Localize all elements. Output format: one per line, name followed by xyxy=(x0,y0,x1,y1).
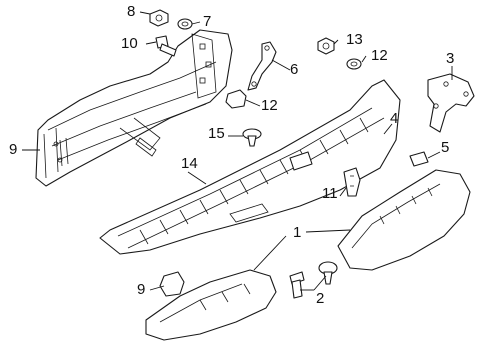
callout-9-pad: 9 xyxy=(137,281,146,298)
nut-8 xyxy=(149,9,169,27)
washer-7 xyxy=(177,18,193,30)
clip-5 xyxy=(409,151,429,167)
nut-13 xyxy=(317,37,335,55)
callout-11: 11 xyxy=(322,185,338,202)
callout-6: 6 xyxy=(290,61,299,78)
end-cap-left xyxy=(145,269,277,341)
callout-7: 7 xyxy=(203,13,212,30)
callout-10: 10 xyxy=(121,35,138,52)
bracket-11 xyxy=(343,167,361,197)
callout-12-pad: 12 xyxy=(261,97,278,114)
callout-5: 5 xyxy=(441,139,450,156)
fastener-15 xyxy=(242,128,262,147)
washer-12 xyxy=(346,58,362,70)
leader-lines xyxy=(22,11,453,291)
nut-2 xyxy=(318,261,338,285)
bracket-6 xyxy=(247,41,277,91)
callout-4: 4 xyxy=(390,110,399,127)
callout-8: 8 xyxy=(127,3,136,20)
step-pad-14 xyxy=(99,79,401,255)
end-cap-right xyxy=(337,169,471,271)
callout-14: 14 xyxy=(181,155,198,172)
callout-12-washer: 12 xyxy=(371,47,388,64)
callout-13: 13 xyxy=(346,31,363,48)
callout-3: 3 xyxy=(446,50,455,67)
bracket-3 xyxy=(427,73,475,133)
pad-12 xyxy=(225,89,247,109)
bolt-2 xyxy=(289,271,305,299)
frame-bracket-left xyxy=(35,29,233,187)
callout-9-frame: 9 xyxy=(9,141,18,158)
callout-2: 2 xyxy=(316,290,325,307)
bolt-10 xyxy=(155,35,177,57)
callout-15: 15 xyxy=(208,125,225,142)
pad-9 xyxy=(159,271,185,297)
callout-1: 1 xyxy=(293,224,302,241)
